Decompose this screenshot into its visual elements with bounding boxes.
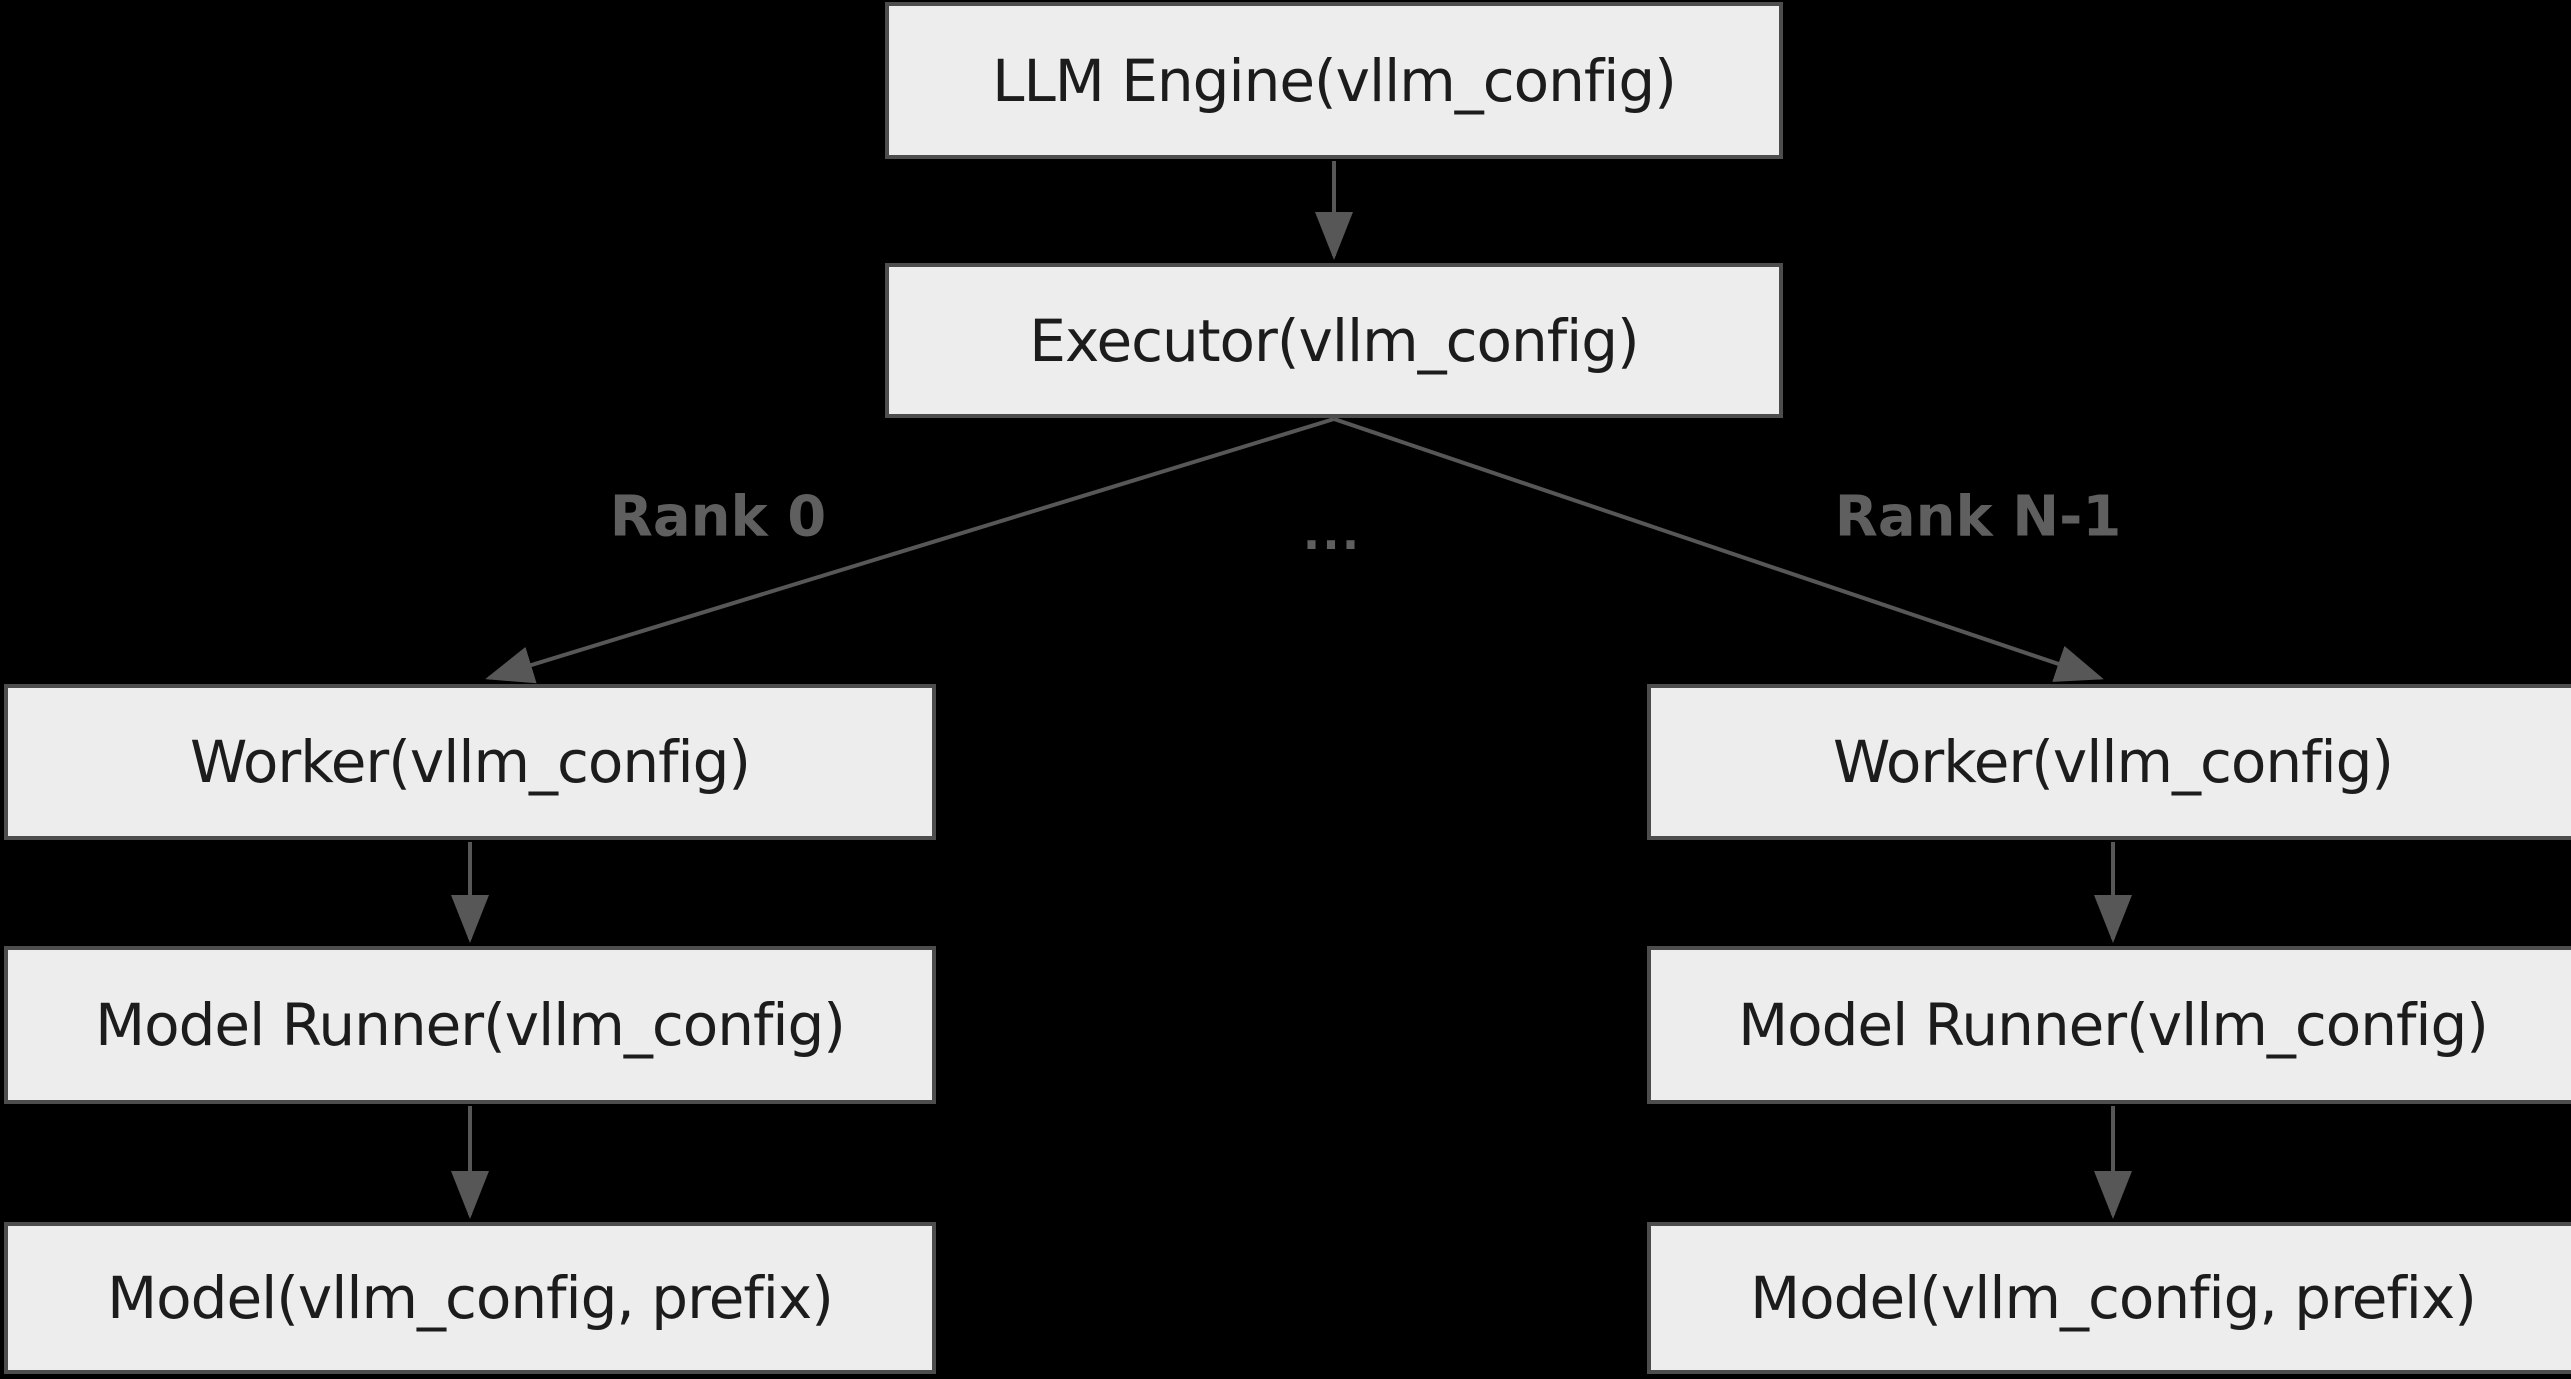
- node-worker-right-label: Worker(vllm_config): [1832, 728, 2394, 796]
- node-model-runner-left: Model Runner(vllm_config): [4, 946, 936, 1104]
- node-model-left: Model(vllm_config, prefix): [4, 1222, 936, 1374]
- edge-label-ellipsis: ...: [1302, 506, 1362, 560]
- node-worker-left: Worker(vllm_config): [4, 684, 936, 840]
- node-executor: Executor(vllm_config): [885, 263, 1783, 418]
- node-model-runner-left-label: Model Runner(vllm_config): [95, 991, 846, 1059]
- edge-label-rank-n-1: Rank N-1: [1834, 484, 2122, 550]
- node-worker-right: Worker(vllm_config): [1647, 684, 2571, 840]
- node-model-runner-right: Model Runner(vllm_config): [1647, 946, 2571, 1104]
- edge-label-rank-0: Rank 0: [609, 484, 827, 550]
- node-llm-engine: LLM Engine(vllm_config): [885, 2, 1783, 159]
- node-model-right: Model(vllm_config, prefix): [1647, 1222, 2571, 1374]
- node-model-right-label: Model(vllm_config, prefix): [1750, 1264, 2477, 1332]
- node-llm-engine-label: LLM Engine(vllm_config): [992, 46, 1677, 115]
- node-model-runner-right-label: Model Runner(vllm_config): [1738, 991, 2489, 1059]
- node-worker-left-label: Worker(vllm_config): [189, 728, 751, 796]
- node-executor-label: Executor(vllm_config): [1029, 306, 1639, 375]
- node-model-left-label: Model(vllm_config, prefix): [107, 1264, 834, 1332]
